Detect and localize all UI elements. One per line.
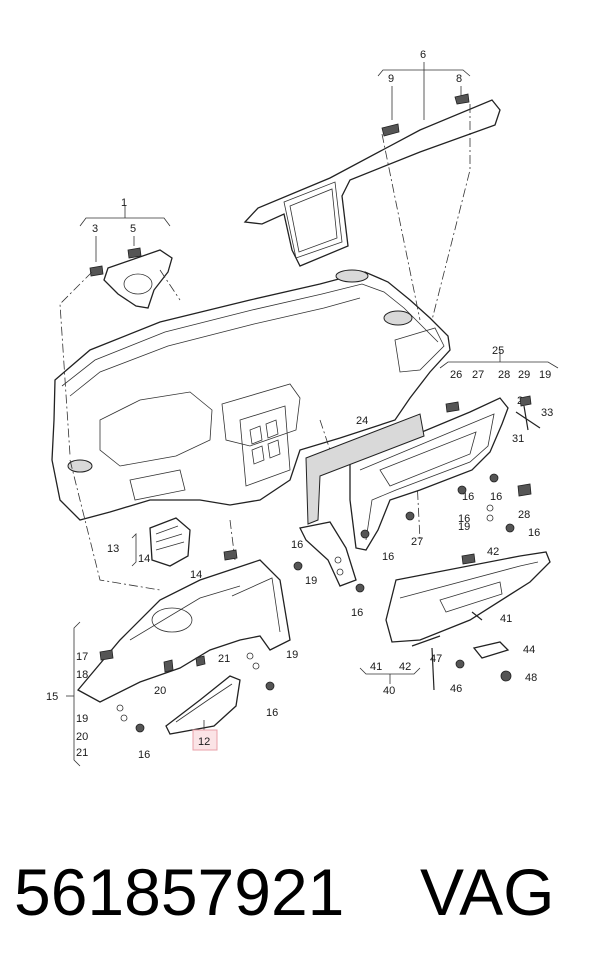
callout-bracket-15: [66, 621, 81, 767]
callout-16-h: 16: [138, 749, 150, 761]
callout-5: 5: [130, 223, 136, 235]
callout-21: 21: [76, 747, 88, 759]
callout-21-b: 21: [218, 653, 230, 665]
callout-40: 40: [383, 685, 395, 697]
side-brackets: [223, 521, 365, 593]
callout-27-b: 27: [411, 536, 423, 548]
callout-17: 17: [76, 651, 88, 663]
dashboard-panel: [51, 269, 451, 521]
callout-42-b: 42: [399, 661, 411, 673]
callout-bracket-1: [79, 206, 171, 262]
callout-bracket-40: [359, 667, 421, 684]
callout-44: 44: [523, 644, 535, 656]
footer: 561857921 VAG: [0, 830, 600, 950]
callout-28-b: 28: [518, 509, 530, 521]
callout-19-d: 19: [76, 713, 88, 725]
callout-14-b: 14: [190, 569, 202, 581]
callout-13: 13: [107, 543, 119, 555]
callout-8: 8: [456, 73, 462, 85]
callout-6: 6: [420, 49, 426, 61]
callout-3: 3: [92, 223, 98, 235]
callout-31: 31: [512, 433, 524, 445]
callout-16-i: 16: [266, 707, 278, 719]
vent-bezel: [89, 247, 173, 309]
callout-20: 20: [76, 731, 88, 743]
callout-26: 26: [450, 369, 462, 381]
callout-16-f: 16: [291, 539, 303, 551]
callout-16-d: 16: [528, 527, 540, 539]
callout-33: 33: [541, 407, 553, 419]
exploded-parts-diagram: 6 9 8 1 3 5: [46, 49, 559, 767]
glovebox-lid: [385, 551, 551, 647]
callout-41-b: 41: [370, 661, 382, 673]
callout-15: 15: [46, 691, 58, 703]
mounting-bracket: [131, 517, 191, 567]
callout-19-b: 19: [458, 521, 470, 533]
callout-16-b: 16: [490, 491, 502, 503]
callout-27: 27: [472, 369, 484, 381]
callout-bracket-6: [377, 62, 471, 120]
callout-9: 9: [388, 73, 394, 85]
callout-1: 1: [121, 197, 127, 209]
lid-hardware: [431, 553, 512, 691]
callout-48: 48: [525, 672, 537, 684]
callout-19-c: 19: [305, 575, 317, 587]
callout-16-e: 16: [382, 551, 394, 563]
lower-hardware: [99, 649, 275, 733]
callout-19-e: 19: [286, 649, 298, 661]
callout-42: 42: [487, 546, 499, 558]
callout-20-b: 20: [154, 685, 166, 697]
callout-12: 12: [198, 736, 210, 748]
lower-glovebox: [76, 559, 291, 703]
highlight-part-12[interactable]: 12: [192, 720, 218, 751]
callout-28: 28: [498, 369, 510, 381]
callout-25: 25: [492, 345, 504, 357]
callout-18-b: 18: [76, 669, 88, 681]
part-number: 561857921: [14, 855, 345, 929]
callout-14-a: 14: [138, 553, 150, 565]
callout-46: 46: [450, 683, 462, 695]
callout-16-c: 16: [458, 513, 470, 525]
glovebox-frame: [349, 397, 509, 551]
callout-16-a: 16: [462, 491, 474, 503]
callout-16-g: 16: [351, 607, 363, 619]
callout-19: 19: [539, 369, 551, 381]
dash-trim-strip: [243, 93, 501, 267]
brand-label: VAG: [420, 855, 555, 929]
callout-41: 41: [500, 613, 512, 625]
insulation-pad: [305, 413, 425, 525]
glovebox-door: [165, 675, 241, 735]
callout-29: 29: [518, 369, 530, 381]
callout-24: 24: [356, 415, 368, 427]
fastener-clips: [360, 395, 541, 539]
callout-bracket-25: [439, 350, 559, 369]
